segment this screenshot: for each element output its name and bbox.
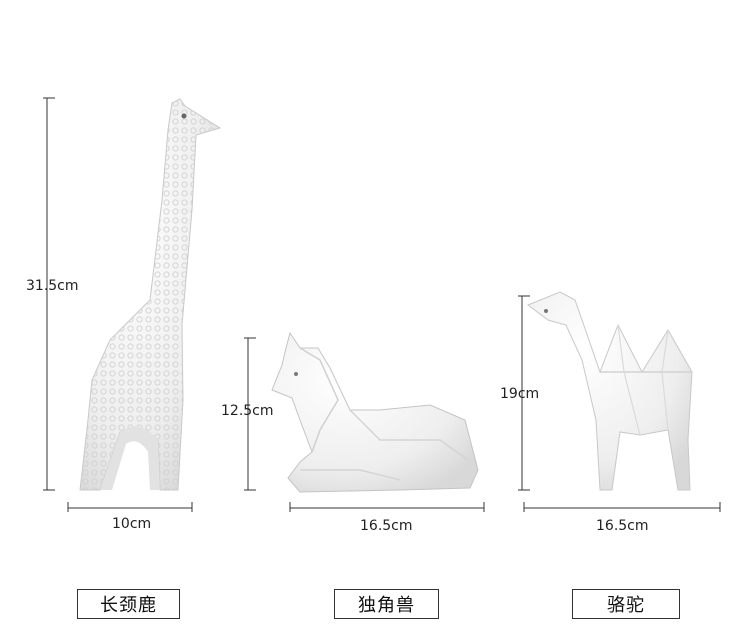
camel-name-box: 骆驼	[572, 589, 680, 619]
unicorn-width-label: 16.5cm	[360, 518, 413, 534]
unicorn-name-box: 独角兽	[334, 589, 439, 619]
unicorn-width-dimension	[289, 502, 485, 512]
giraffe-name-box: 长颈鹿	[77, 589, 180, 619]
camel-height-dimension	[518, 295, 530, 491]
unicorn-name: 独角兽	[358, 595, 415, 616]
camel-figurine	[526, 291, 693, 491]
unicorn-height-label: 12.5cm	[221, 403, 274, 419]
giraffe-height-label: 31.5cm	[26, 278, 79, 294]
camel-width-dimension	[523, 502, 721, 512]
giraffe-height-dimension	[43, 97, 55, 491]
camel-height-label: 19cm	[500, 386, 540, 402]
camel-name: 骆驼	[607, 595, 645, 616]
giraffe-width-dimension	[67, 502, 193, 512]
giraffe-name: 长颈鹿	[100, 595, 157, 616]
giraffe-figurine	[79, 98, 222, 491]
unicorn-height-dimension	[244, 337, 256, 491]
giraffe-width-label: 10cm	[112, 516, 152, 532]
unicorn-figurine	[271, 331, 479, 493]
camel-width-label: 16.5cm	[596, 518, 649, 534]
